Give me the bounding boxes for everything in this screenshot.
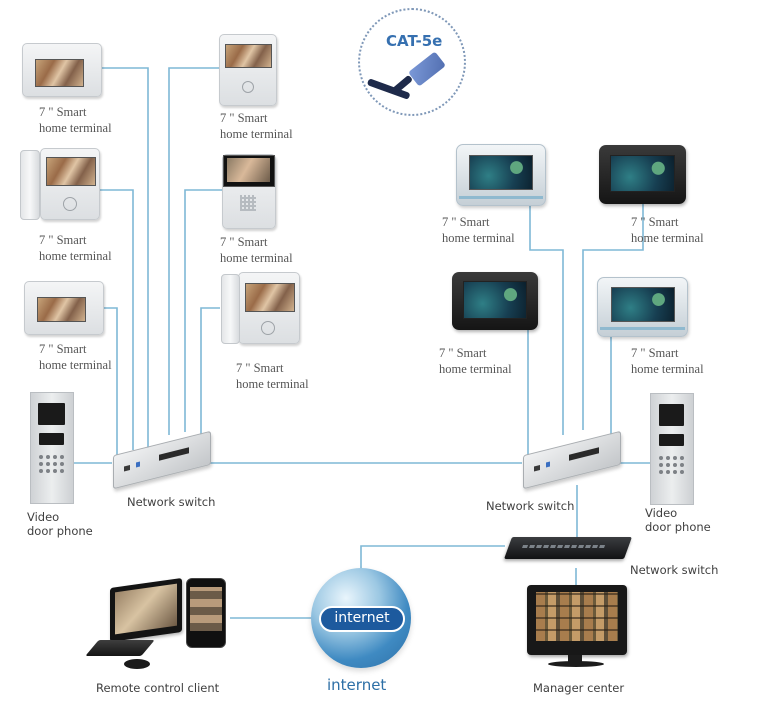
terminal-screen bbox=[463, 281, 527, 319]
wire-rt2 bbox=[582, 204, 644, 430]
nav-button-icon bbox=[261, 321, 275, 335]
camera-icon bbox=[659, 404, 684, 426]
speaker-grille-icon bbox=[240, 195, 256, 211]
cat5e-label: CAT-5e bbox=[386, 32, 443, 50]
label-right-door-phone: Video door phone bbox=[645, 506, 711, 534]
wire-lt4 bbox=[168, 67, 220, 435]
wire-lt1 bbox=[100, 67, 149, 450]
terminal-screen bbox=[223, 155, 275, 187]
mouse-icon bbox=[124, 659, 150, 669]
terminal-screen bbox=[610, 155, 675, 192]
rack-network-switch bbox=[503, 537, 633, 559]
monitor-screen bbox=[536, 592, 618, 641]
cat5e-badge: CAT-5e bbox=[358, 8, 466, 116]
terminal-screen bbox=[611, 287, 675, 322]
label-manager-center: Manager center bbox=[533, 681, 625, 695]
terminal-rt4 bbox=[597, 277, 688, 337]
camera-icon bbox=[38, 403, 65, 425]
nav-button-icon bbox=[242, 81, 254, 93]
handset bbox=[221, 274, 240, 344]
port-icon bbox=[534, 464, 540, 472]
label-left-door-phone: Video door phone bbox=[27, 510, 93, 538]
handset bbox=[20, 150, 40, 220]
port-icon bbox=[546, 461, 550, 468]
port-panel bbox=[159, 447, 189, 461]
label-lt1: 7 " Smart home terminal bbox=[39, 105, 112, 135]
wire-lt3 bbox=[104, 307, 118, 455]
label-lt5: 7 " Smart home terminal bbox=[220, 235, 293, 265]
monitor-stand bbox=[568, 655, 582, 662]
terminal-lt1 bbox=[22, 43, 102, 97]
keypad-icon bbox=[659, 456, 684, 474]
internet-globe-icon: internet bbox=[311, 568, 411, 668]
remote-pc-monitor bbox=[110, 577, 182, 643]
terminal-lt3 bbox=[24, 281, 104, 335]
pc-screen bbox=[115, 583, 177, 635]
label-internet: internet bbox=[327, 676, 387, 694]
label-lt2: 7 " Smart home terminal bbox=[39, 233, 112, 263]
port-icon bbox=[124, 464, 130, 472]
label-lt6: 7 " Smart home terminal bbox=[236, 361, 309, 391]
terminal-screen bbox=[46, 157, 96, 186]
wire-rack-to-internet bbox=[360, 545, 505, 570]
label-lt3: 7 " Smart home terminal bbox=[39, 342, 112, 372]
right-door-phone bbox=[650, 393, 694, 505]
terminal-lt2 bbox=[40, 148, 100, 220]
smartphone-icon bbox=[186, 578, 226, 648]
phone-screen bbox=[190, 587, 222, 631]
port-panel bbox=[569, 447, 599, 461]
wire-lt5 bbox=[184, 189, 222, 432]
terminal-screen bbox=[35, 59, 84, 87]
label-lt4: 7 " Smart home terminal bbox=[220, 111, 293, 141]
nav-button-icon bbox=[63, 197, 77, 211]
terminal-screen bbox=[469, 155, 533, 190]
terminal-lt4 bbox=[219, 34, 277, 106]
label-right-switch: Network switch bbox=[486, 499, 575, 513]
monitor-base bbox=[548, 661, 604, 667]
terminal-screen bbox=[245, 283, 295, 312]
wire-lt6 bbox=[200, 307, 220, 440]
label-rt2: 7 " Smart home terminal bbox=[631, 215, 704, 245]
manager-center-monitor bbox=[527, 585, 627, 655]
label-rt4: 7 " Smart home terminal bbox=[631, 346, 704, 376]
wire-rt1 bbox=[529, 204, 564, 435]
terminal-rt3 bbox=[452, 272, 538, 330]
internet-badge: internet bbox=[319, 606, 405, 632]
label-rt3: 7 " Smart home terminal bbox=[439, 346, 512, 376]
left-door-phone bbox=[30, 392, 74, 504]
display-panel bbox=[39, 433, 64, 445]
terminal-lt5 bbox=[222, 154, 276, 229]
wire-lt2 bbox=[100, 189, 134, 450]
label-remote-client: Remote control client bbox=[96, 681, 220, 695]
display-panel bbox=[659, 434, 684, 446]
label-rt1: 7 " Smart home terminal bbox=[442, 215, 515, 245]
label-rack-switch: Network switch bbox=[630, 563, 719, 577]
keypad-icon bbox=[39, 455, 64, 473]
terminal-rt2 bbox=[599, 145, 686, 204]
terminal-screen bbox=[37, 297, 86, 322]
port-array bbox=[522, 545, 606, 548]
terminal-screen bbox=[225, 44, 272, 68]
label-left-switch: Network switch bbox=[127, 495, 216, 509]
terminal-rt1 bbox=[456, 144, 546, 206]
terminal-lt6 bbox=[238, 272, 300, 344]
port-icon bbox=[136, 461, 140, 468]
